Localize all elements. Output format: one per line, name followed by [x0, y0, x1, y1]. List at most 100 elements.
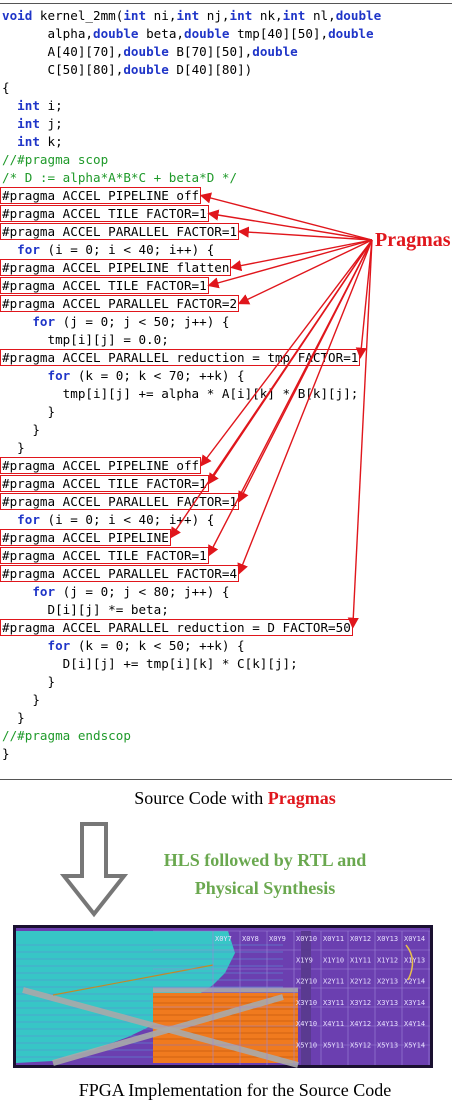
code-line: #pragma ACCEL PARALLEL FACTOR=2 — [0, 295, 240, 313]
code-text: (i = 0; i < 40; i++) { — [39, 242, 215, 257]
hls-description: HLS followed by RTL and Physical Synthes… — [130, 846, 400, 902]
fpga-tile-label: X4Y12 — [350, 1020, 371, 1028]
fpga-tile-label: X5Y11 — [323, 1041, 344, 1049]
caption-prefix: Source Code with — [134, 788, 268, 808]
code-text: } — [2, 422, 40, 437]
code-keyword: for — [17, 512, 40, 527]
code-keyword: double — [93, 26, 139, 41]
hls-line-1: HLS followed by RTL and — [163, 850, 367, 870]
code-text: ni, — [146, 8, 177, 23]
pragma-directive: #pragma ACCEL PARALLEL FACTOR=1 — [0, 223, 240, 240]
code-keyword: double — [328, 26, 374, 41]
code-keyword: for — [47, 368, 71, 383]
code-text: i; — [39, 98, 63, 113]
code-text: tmp[40][50], — [229, 26, 329, 41]
source-code-caption: Source Code with Pragmas — [0, 788, 470, 809]
fpga-tile-label: X0Y10 — [296, 935, 317, 943]
fpga-tile-label: X5Y13 — [377, 1041, 398, 1049]
code-text: tmp[i][j] += alpha * A[i][k] * B[k][j]; — [2, 386, 359, 401]
fpga-tile-label: X1Y13 — [404, 956, 425, 964]
pragma-directive: #pragma ACCEL PIPELINE off — [0, 457, 202, 474]
code-line: #pragma ACCEL PARALLEL FACTOR=4 — [0, 565, 240, 583]
code-text: D[40][80]) — [168, 62, 253, 77]
code-text: (i = 0; i < 40; i++) { — [39, 512, 215, 527]
fpga-logic-region — [16, 931, 235, 1063]
code-line: //#pragma endscop — [2, 727, 131, 745]
fpga-tile-label: X0Y7 — [215, 935, 232, 943]
pragma-directive: #pragma ACCEL TILE FACTOR=1 — [0, 547, 209, 564]
code-line: #pragma ACCEL PARALLEL FACTOR=1 — [0, 493, 240, 511]
pragma-directive: #pragma ACCEL PARALLEL FACTOR=1 — [0, 493, 240, 510]
pragma-arrow — [170, 239, 373, 539]
fpga-connection — [22, 987, 299, 1068]
code-keyword: for — [32, 314, 56, 329]
code-line: /* D := alpha*A*B*C + beta*D */ — [2, 169, 237, 187]
code-line: } — [2, 709, 25, 727]
code-bottom-rule — [0, 779, 452, 780]
code-line: C[50][80],double D[40][80]) — [2, 61, 252, 79]
code-top-rule — [0, 3, 452, 4]
fpga-tile-label: X3Y14 — [404, 999, 425, 1007]
pragma-directive: #pragma ACCEL PARALLEL FACTOR=2 — [0, 295, 240, 312]
pragma-directive: #pragma ACCEL TILE FACTOR=1 — [0, 475, 209, 492]
code-line: #pragma ACCEL TILE FACTOR=1 — [0, 205, 209, 223]
code-line: for (j = 0; j < 50; j++) { — [2, 313, 229, 331]
code-keyword: for — [17, 242, 40, 257]
pragma-arrow — [237, 239, 373, 305]
hls-line-2: Physical Synthesis — [194, 878, 336, 898]
code-keyword: int — [282, 8, 306, 23]
code-line: } — [2, 691, 40, 709]
code-text: D[i][j] *= beta; — [2, 602, 169, 617]
code-line: #pragma ACCEL PARALLEL reduction = tmp F… — [0, 349, 361, 367]
code-text: D[i][j] += tmp[i][k] * C[k][j]; — [2, 656, 298, 671]
code-line: int j; — [2, 115, 63, 133]
pragma-arrow — [237, 239, 373, 575]
code-text: } — [2, 746, 10, 761]
code-comment: /* D := alpha*A*B*C + beta*D */ — [2, 170, 238, 185]
pragma-arrow — [200, 239, 373, 467]
code-comment: //#pragma endscop — [2, 728, 131, 743]
fpga-tile-label: X0Y14 — [404, 935, 425, 943]
code-line: tmp[i][j] += alpha * A[i][k] * B[k][j]; — [2, 385, 359, 403]
fpga-tile-label: X3Y11 — [323, 999, 344, 1007]
code-line: for (k = 0; k < 50; ++k) { — [2, 637, 245, 655]
code-text: (j = 0; j < 50; j++) { — [55, 314, 230, 329]
code-text: } — [2, 440, 25, 455]
fpga-tile-label: X0Y12 — [350, 935, 371, 943]
code-text: j; — [39, 116, 63, 131]
code-text: (k = 0; k < 70; ++k) { — [70, 368, 245, 383]
code-text: B[70][50], — [168, 44, 253, 59]
code-line: int k; — [2, 133, 63, 151]
fpga-tile-label: X3Y10 — [296, 999, 317, 1007]
fpga-tile-label: X0Y9 — [269, 935, 286, 943]
fpga-tile-label: X5Y12 — [350, 1041, 371, 1049]
pragma-arrow — [230, 239, 373, 272]
code-text: kernel_2mm( — [32, 8, 124, 23]
fpga-tile-label: X4Y13 — [377, 1020, 398, 1028]
code-line: alpha,double beta,double tmp[40][50],dou… — [2, 25, 374, 43]
pragma-directive: #pragma ACCEL PARALLEL reduction = D FAC… — [0, 619, 353, 636]
pragma-directive: #pragma ACCEL PIPELINE off — [0, 187, 202, 204]
code-text: A[40][70], — [2, 44, 124, 59]
fpga-tile-label: X5Y10 — [296, 1041, 317, 1049]
pragmas-label: Pragmas — [375, 229, 451, 251]
fpga-tile-label: X0Y8 — [242, 935, 259, 943]
pragma-arrow — [347, 239, 373, 629]
code-line: for (i = 0; i < 40; i++) { — [2, 241, 214, 259]
code-text: nj, — [199, 8, 230, 23]
code-line: for (i = 0; i < 40; i++) { — [2, 511, 214, 529]
code-text: k; — [39, 134, 63, 149]
code-line: A[40][70],double B[70][50],double — [2, 43, 297, 61]
down-arrow-icon — [60, 822, 129, 918]
fpga-highlight-mark — [405, 944, 414, 981]
code-keyword: double — [335, 8, 382, 23]
code-keyword: int — [17, 116, 40, 131]
fpga-tile-label: X3Y13 — [377, 999, 398, 1007]
code-keyword: double — [123, 44, 169, 59]
code-line: int i; — [2, 97, 63, 115]
code-text: nl, — [305, 8, 336, 23]
code-line: void kernel_2mm(int ni,int nj,int nk,int… — [2, 7, 381, 25]
fpga-tile-label: X1Y11 — [350, 956, 371, 964]
code-keyword: for — [47, 638, 71, 653]
